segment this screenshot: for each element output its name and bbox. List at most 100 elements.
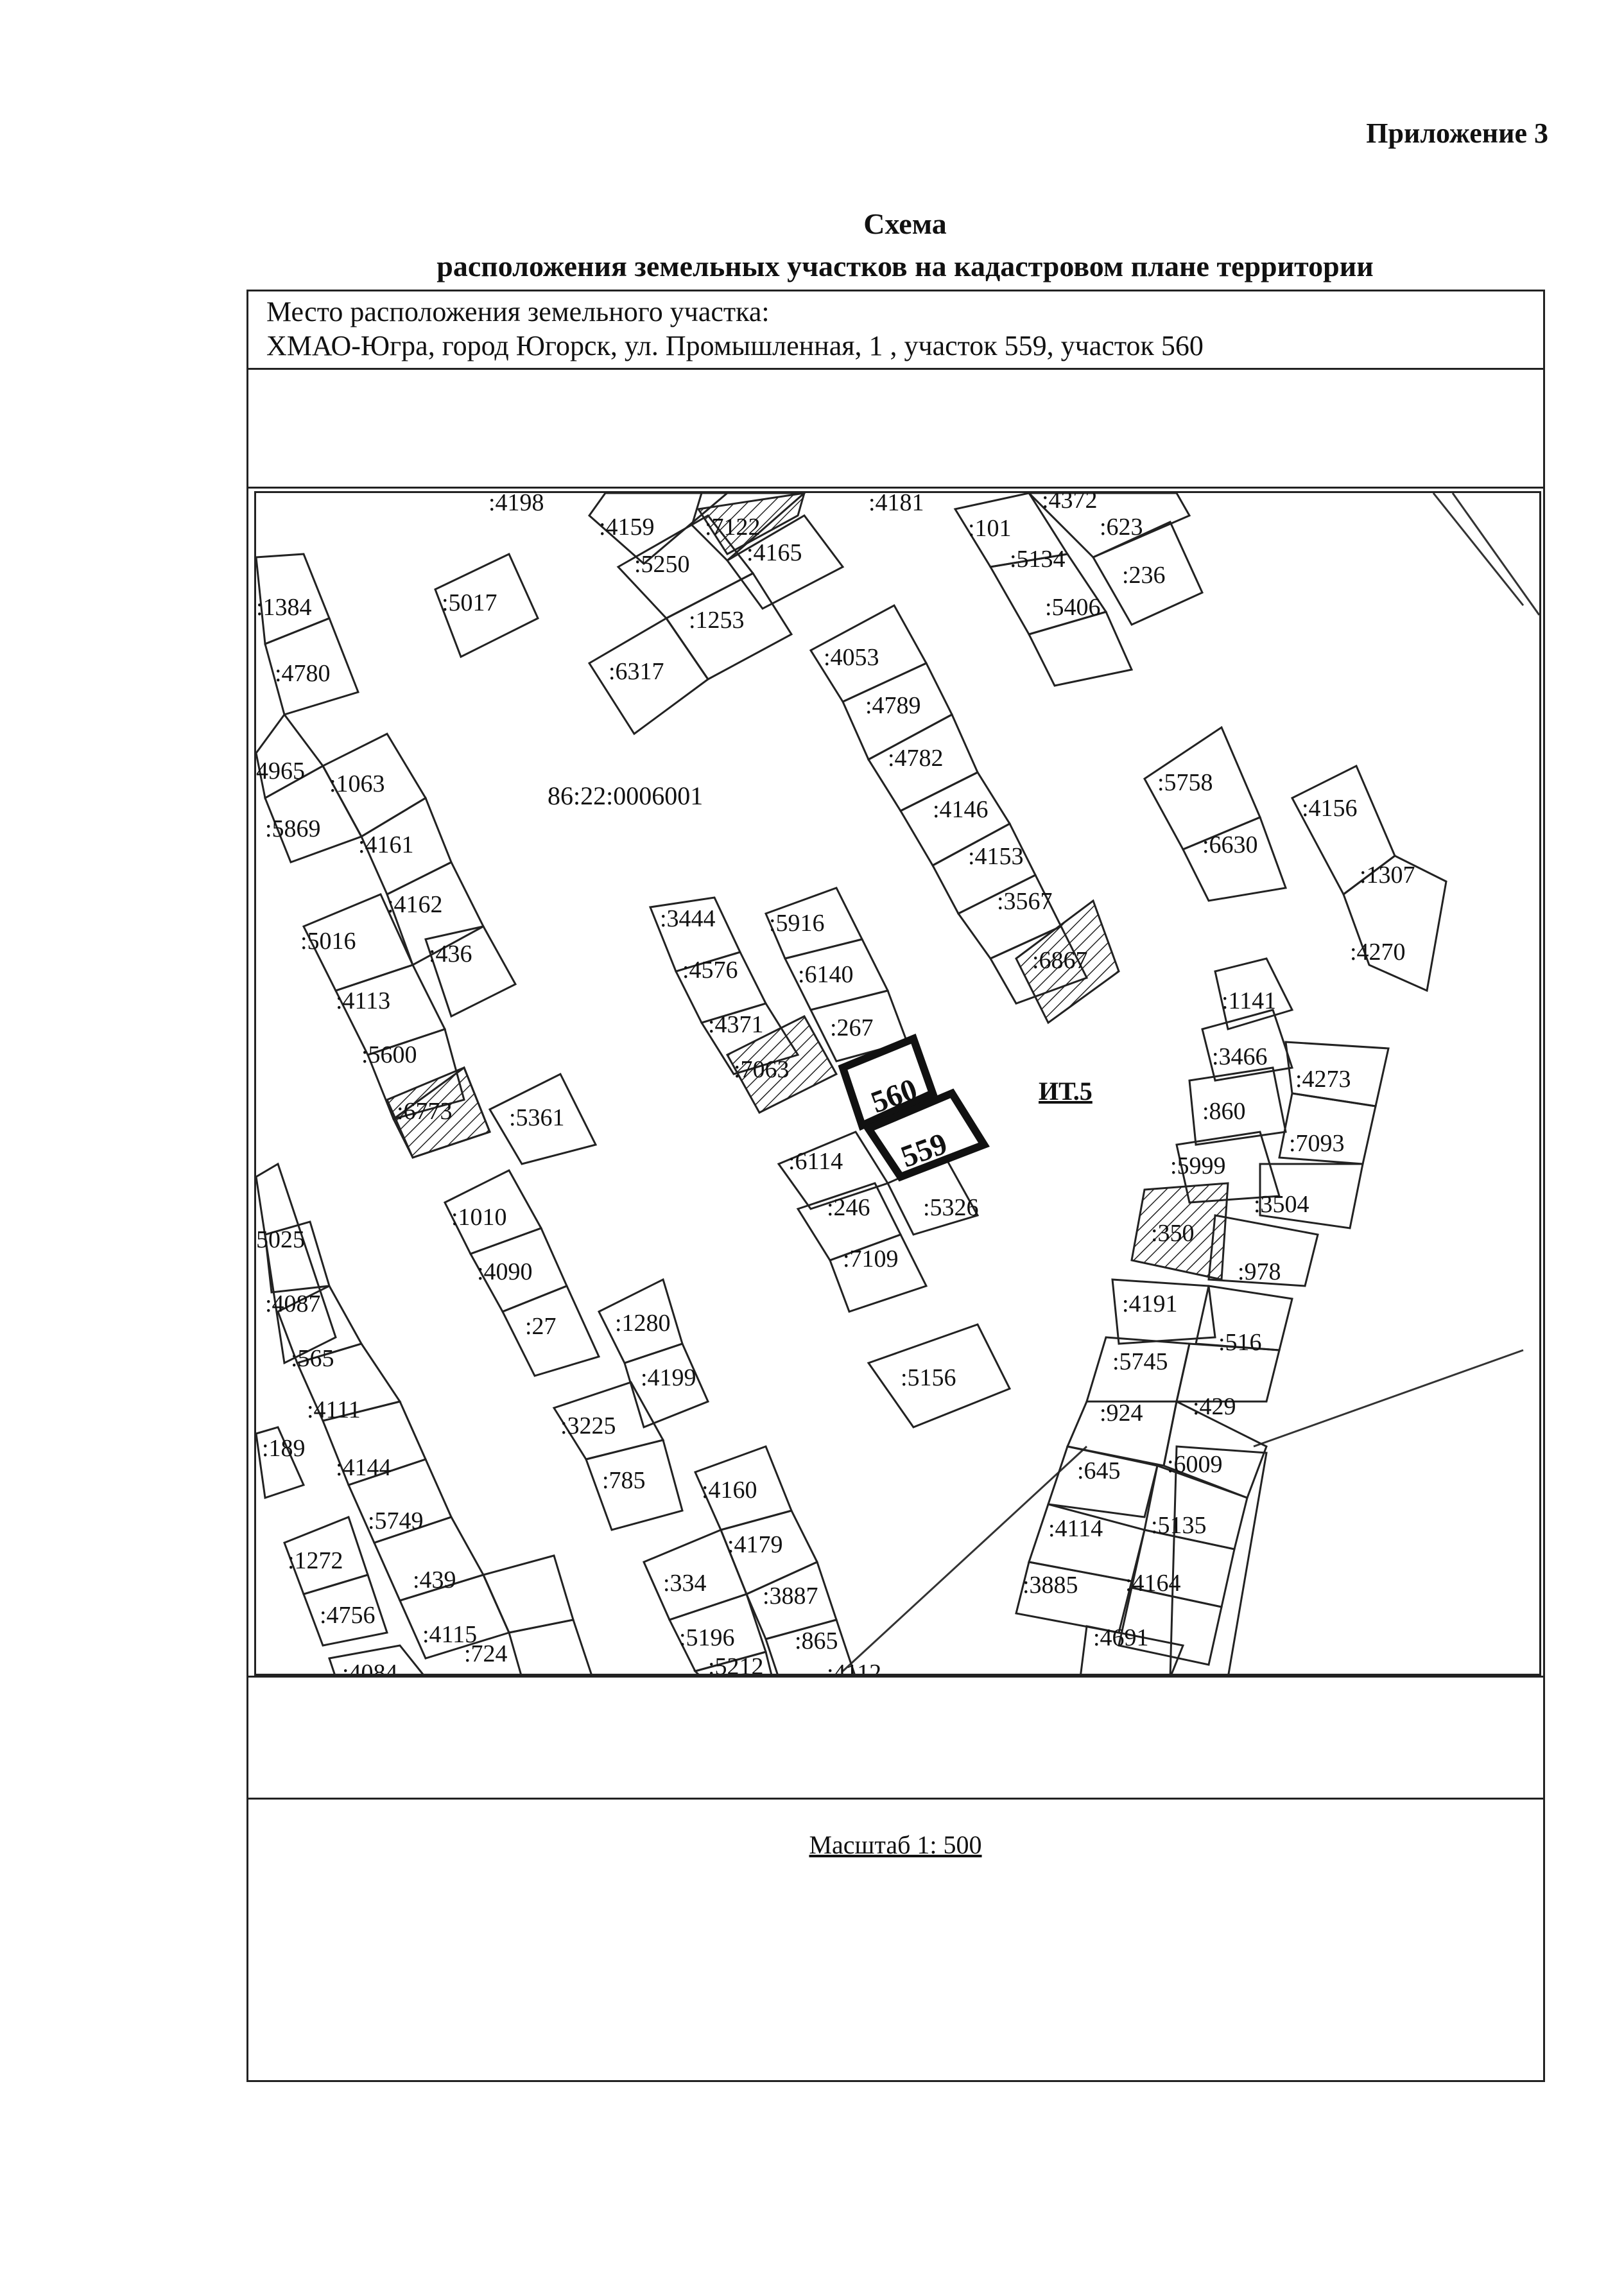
parcel-number-label: :4691 bbox=[1093, 1624, 1149, 1651]
parcel-hatched bbox=[386, 1066, 491, 1159]
parcel-number-label: :724 bbox=[464, 1640, 508, 1667]
parcel bbox=[1201, 1009, 1293, 1082]
parcel bbox=[1027, 493, 1191, 559]
parcel-number-label: :5212 bbox=[708, 1653, 764, 1676]
parcel bbox=[1111, 1278, 1216, 1345]
scheme-title: Схема bbox=[863, 207, 947, 240]
parcel-number-label: 5025 bbox=[256, 1226, 305, 1253]
parcel-number-label: :4789 bbox=[865, 692, 921, 719]
parcel-number-label: :189 bbox=[262, 1435, 306, 1462]
parcel bbox=[1080, 1625, 1185, 1674]
location-label: Место расположения земельного участка: bbox=[266, 296, 770, 327]
plot-559-outline bbox=[862, 1088, 990, 1182]
parcel-number-label: :3567 bbox=[997, 888, 1053, 915]
parcel-number-label: :267 bbox=[830, 1014, 874, 1041]
parcel bbox=[1259, 1163, 1364, 1229]
parcel-number-label: :4198 bbox=[488, 493, 544, 516]
parcel bbox=[829, 1233, 928, 1313]
parcel-number-label: :436 bbox=[429, 941, 472, 968]
parcel bbox=[693, 1651, 773, 1674]
parcel-number-label: :516 bbox=[1218, 1329, 1262, 1356]
parcel-number-label: :350 bbox=[1151, 1220, 1195, 1247]
parcel bbox=[1175, 1131, 1281, 1204]
parcel-number-label: :4113 bbox=[336, 987, 390, 1014]
scale-label: Масштаб 1: 500 bbox=[809, 1830, 982, 1859]
parcel bbox=[481, 1554, 574, 1634]
parcel bbox=[1118, 1586, 1223, 1666]
parcel-number-label: :645 bbox=[1077, 1457, 1121, 1484]
parcel bbox=[1169, 1445, 1268, 1674]
parcel bbox=[1175, 1342, 1281, 1403]
plot-560-outline bbox=[838, 1034, 938, 1131]
parcel-number-label: :4153 bbox=[968, 843, 1024, 870]
parcel-number-label: :3444 bbox=[660, 905, 716, 932]
parcel-number-label: :924 bbox=[1100, 1400, 1143, 1427]
parcel-hatched bbox=[696, 493, 806, 555]
parcel bbox=[867, 1323, 1012, 1428]
parcel-number-label: :4146 bbox=[933, 796, 989, 823]
parcel-number-label: :5749 bbox=[368, 1507, 424, 1534]
parcel bbox=[256, 1162, 337, 1365]
parcel-number-label: :1141 bbox=[1222, 987, 1276, 1014]
parcel bbox=[623, 1342, 710, 1429]
parcel-number-label: :4156 bbox=[1302, 795, 1358, 822]
parcel-number-label: :865 bbox=[795, 1627, 838, 1654]
zone-label: ИТ.5 bbox=[1039, 1077, 1093, 1106]
scheme-frame bbox=[246, 290, 1545, 2082]
parcel-number-label: :27 bbox=[525, 1313, 557, 1340]
parcel-number-label: :5745 bbox=[1112, 1348, 1168, 1375]
cadastral-block-number: 86:22:0006001 bbox=[548, 781, 703, 810]
parcel bbox=[508, 1619, 592, 1674]
parcel-number-label: :4111 bbox=[307, 1396, 361, 1423]
parcel-hatched bbox=[725, 1015, 838, 1114]
boundary-line bbox=[1253, 1349, 1524, 1448]
parcel-number-label: :5361 bbox=[509, 1104, 565, 1131]
parcel-number-label: :1307 bbox=[1360, 862, 1415, 889]
parcel-number-label: :4165 bbox=[747, 539, 802, 566]
parcel-number-label: :236 bbox=[1122, 562, 1166, 589]
parcel-number-label: :5869 bbox=[265, 815, 321, 842]
parcel bbox=[424, 925, 517, 1018]
parcel-number-label: :4782 bbox=[888, 745, 944, 772]
parcel-number-label: :4087 bbox=[265, 1290, 321, 1317]
parcel-number-label: :978 bbox=[1238, 1258, 1281, 1285]
divider-line bbox=[246, 1798, 1545, 1800]
parcel-number-label: :3225 bbox=[560, 1412, 616, 1439]
parcel-number-label: :5250 bbox=[634, 551, 690, 578]
parcel-number-label: :5758 bbox=[1157, 769, 1213, 796]
parcel-number-label: :4161 bbox=[358, 831, 414, 858]
parcel-number-label: :5196 bbox=[679, 1624, 735, 1651]
parcel bbox=[256, 1426, 306, 1499]
parcel-number-label: :4181 bbox=[868, 493, 924, 516]
parcel-number-label: :4371 bbox=[708, 1011, 764, 1038]
cadastral-map-svg: :4198:4159:7122:5250:4165:1253:6317:5017… bbox=[256, 493, 1539, 1676]
parcel-number-label: :334 bbox=[663, 1570, 707, 1597]
parcel bbox=[501, 1285, 601, 1377]
parcel-number-label: :4112 bbox=[827, 1660, 881, 1676]
parcel-number-label: :6317 bbox=[609, 658, 664, 685]
parcel-number-label: 4965 bbox=[256, 758, 305, 785]
target-plots bbox=[838, 1034, 990, 1182]
parcel-number-label: :4270 bbox=[1350, 939, 1406, 966]
parcel-number-label: :5156 bbox=[901, 1364, 956, 1391]
parcel-number-label: :4780 bbox=[275, 660, 331, 687]
parcel-number-label: :4115 bbox=[422, 1621, 477, 1648]
parcel-number-label: :3466 bbox=[1212, 1043, 1268, 1070]
parcel-number-label: :5016 bbox=[300, 928, 356, 955]
parcel-number-label: :4372 bbox=[1042, 493, 1098, 514]
parcel-number-label: :4084 bbox=[342, 1660, 398, 1676]
parcel-number-label: :101 bbox=[968, 515, 1012, 542]
parcel-number-label: :1010 bbox=[451, 1204, 507, 1231]
parcel bbox=[1181, 816, 1288, 902]
parcel-number-label: :4144 bbox=[336, 1454, 392, 1481]
parcel bbox=[434, 552, 539, 659]
parcel-number-label: :4273 bbox=[1295, 1066, 1351, 1093]
parcel-number-label: :7122 bbox=[705, 514, 761, 541]
parcel-number-label: :1063 bbox=[329, 770, 385, 797]
parcel-number-label: :4159 bbox=[599, 514, 655, 541]
parcel-number-label: :4191 bbox=[1122, 1290, 1178, 1317]
parcel bbox=[764, 1619, 856, 1674]
parcel bbox=[1027, 611, 1134, 687]
parcel bbox=[587, 617, 710, 736]
